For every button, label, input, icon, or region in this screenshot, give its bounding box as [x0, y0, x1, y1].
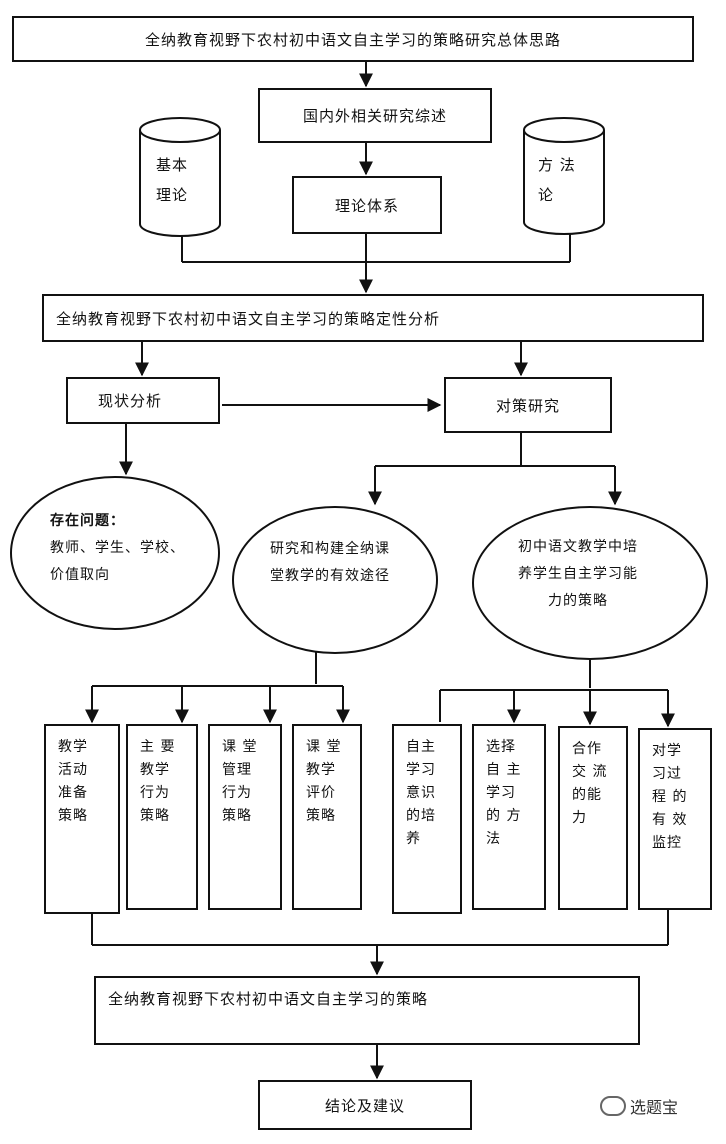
strategy-summary-label: 全纳教育视野下农村初中语文自主学习的策略 — [108, 990, 429, 1008]
classroom-path-text: 研究和构建全纳课 堂教学的有效途径 — [270, 541, 390, 584]
classroom-path-ellipse — [232, 506, 438, 654]
conclusion-label: 结论及建议 — [324, 1096, 405, 1115]
literature-review-box: 国内外相关研究综述 — [258, 88, 492, 143]
teaching-preparation-strategy-box: 教学活动 准备策略 — [44, 724, 120, 914]
self-learning-method-box: 选择自 主 学习的 方 法 — [472, 724, 546, 910]
methodology-cylinder — [523, 117, 605, 235]
watermark: 选题宝 — [600, 1094, 678, 1118]
overall-approach-title: 全纳教育视野下农村初中语文自主学习的策略研究总体思路 — [144, 30, 561, 49]
overall-approach-title-box: 全纳教育视野下农村初中语文自主学习的策略研究总体思路 — [12, 16, 694, 62]
qualitative-analysis-box: 全纳教育视野下农村初中语文自主学习的策略定性分析 — [42, 294, 704, 342]
status-analysis-box: 现状分析 — [66, 377, 220, 424]
wechat-icon — [600, 1096, 626, 1116]
watermark-text: 选题宝 — [630, 1098, 679, 1117]
qualitative-analysis-label: 全纳教育视野下农村初中语文自主学习的策略定性分析 — [56, 309, 441, 328]
methodology-label: 方 法 论 — [538, 156, 576, 204]
strategy-summary-box: 全纳教育视野下农村初中语文自主学习的策略 — [94, 976, 640, 1045]
self-learning-ability-ellipse — [472, 506, 708, 660]
strategy-research-box: 对策研究 — [444, 377, 612, 433]
strategy-research-label: 对策研究 — [495, 396, 560, 415]
cooperation-communication-box: 合作交 流 的能力 — [558, 726, 628, 910]
basic-theory-label: 基本 理论 — [156, 156, 189, 204]
main-teaching-behavior-strategy-box: 主 要教学 行为策略 — [126, 724, 198, 910]
learning-process-monitoring-box: 对学习过 程 的有 效 监控 — [638, 728, 712, 910]
theory-system-box: 理论体系 — [292, 176, 442, 234]
classroom-management-strategy-box: 课 堂管理 行为策略 — [208, 724, 282, 910]
problems-ellipse — [10, 476, 220, 630]
classroom-evaluation-strategy-box: 课 堂教学 评价策略 — [292, 724, 362, 910]
conclusion-box: 结论及建议 — [258, 1080, 472, 1130]
literature-review-label: 国内外相关研究综述 — [302, 107, 447, 125]
self-learning-ability-text: 初中语文教学中培 养学生自主学习能 力的策略 — [518, 539, 638, 609]
self-learning-awareness-box: 自主学习 意识的培 养 — [392, 724, 462, 914]
basic-theory-cylinder — [139, 117, 221, 237]
theory-system-label: 理论体系 — [334, 196, 399, 215]
status-analysis-label: 现状分析 — [98, 392, 163, 410]
problems-text: 存在问题： 教师、学生、学校、 价值取向 — [50, 508, 185, 589]
problems-heading: 存在问题： — [50, 513, 125, 529]
